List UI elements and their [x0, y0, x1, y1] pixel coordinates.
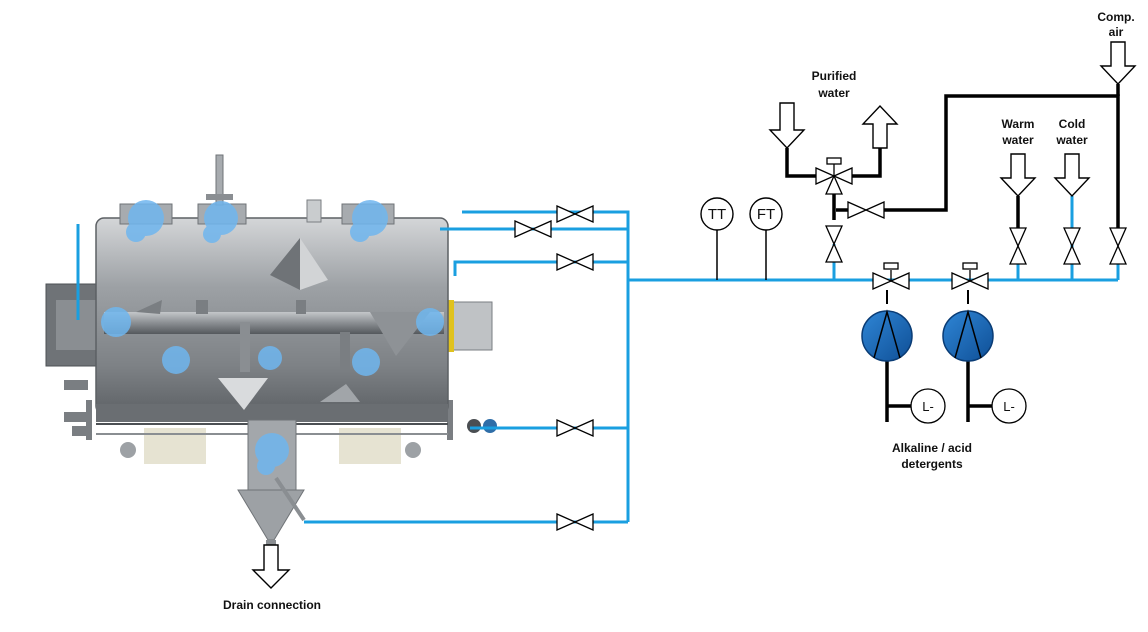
- valve-icon: [556, 252, 594, 272]
- drain-connection-label: Drain connection: [223, 598, 321, 612]
- detergents-label-line1: Alkaline / acid: [892, 441, 972, 455]
- valve-icon: [556, 418, 594, 438]
- arrow-in-icon: [1099, 41, 1137, 86]
- drive-housing-right: [449, 301, 493, 351]
- valve-icon: [872, 271, 910, 291]
- pump-icon: [942, 310, 994, 362]
- flow-transmitter: FT: [749, 197, 783, 231]
- valve-icon: [1108, 227, 1128, 265]
- valves-vertical: [824, 225, 1128, 265]
- drain-cone: [237, 489, 305, 541]
- warm-water-label-line1: Warm: [1002, 117, 1035, 131]
- valve-icon: [824, 225, 844, 263]
- three-way-valve-icon: [815, 166, 853, 195]
- valve-icon: [556, 512, 594, 532]
- valve-icon: [514, 219, 552, 239]
- dosing-pump-1: [861, 290, 913, 362]
- level-label: L-: [1003, 399, 1015, 414]
- tt-label: TT: [708, 206, 726, 223]
- valve-icon: [847, 200, 885, 220]
- ft-label: FT: [757, 206, 775, 223]
- spray-icon: [101, 307, 131, 337]
- warm-water-label-line2: water: [1001, 133, 1034, 147]
- arrow-in-icon: [999, 153, 1037, 198]
- valve-icon: [1062, 227, 1082, 265]
- mixer-shaft: [104, 312, 444, 334]
- comp-air-label-line1: Comp.: [1097, 10, 1134, 24]
- cold-water-label-line1: Cold: [1059, 117, 1086, 131]
- spray-icon: [162, 346, 190, 374]
- purified-water-label-line2: water: [817, 86, 850, 100]
- spray-icon: [258, 346, 282, 370]
- level-indicator-1: L-: [910, 388, 946, 424]
- valves-horizontal: [514, 166, 989, 532]
- spray-icon: [352, 348, 380, 376]
- valve-icon: [556, 204, 594, 224]
- valve-icon: [1008, 227, 1028, 265]
- dosing-pump-2: [942, 290, 994, 362]
- purified-water-label-line1: Purified: [812, 69, 857, 83]
- comp-air-label-line2: air: [1109, 25, 1124, 39]
- level-indicator-2: L-: [991, 388, 1027, 424]
- pump-icon: [861, 310, 913, 362]
- spray-bursts: [101, 200, 444, 475]
- cold-water-label-line2: water: [1055, 133, 1088, 147]
- arrow-in-icon: [768, 102, 806, 150]
- arrow-out-icon: [251, 544, 291, 589]
- arrow-out-icon: [861, 104, 899, 149]
- level-label: L-: [922, 399, 934, 414]
- valve-icon: [951, 271, 989, 291]
- arrow-in-icon: [1053, 153, 1091, 198]
- temperature-transmitter: TT: [700, 197, 734, 231]
- detergents-label-line2: detergents: [901, 457, 963, 471]
- spray-icon: [416, 308, 444, 336]
